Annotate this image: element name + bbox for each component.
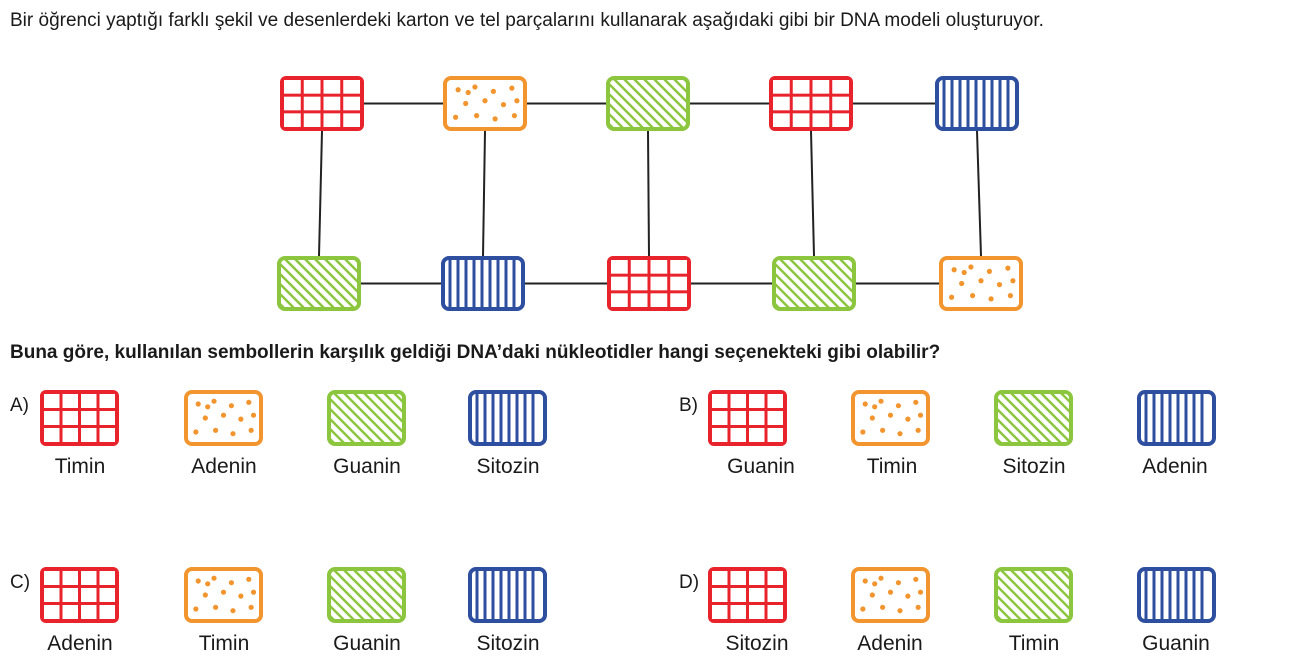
option-b-label-1: Guanin (727, 455, 795, 478)
option-d-dots-symbol (851, 567, 930, 623)
bottom-grid-symbol-3 (607, 256, 691, 311)
option-a-grid-symbol (40, 390, 119, 446)
option-d-grid-symbol (708, 567, 787, 623)
bottom-diagonal-symbol-1 (277, 256, 361, 311)
option-a-dots-symbol (184, 390, 263, 446)
option-d-diagonal-symbol (994, 567, 1073, 623)
bottom-diagonal-symbol-4 (772, 256, 856, 311)
top-grid-symbol-4 (769, 76, 853, 131)
option-c-label-3: Guanin (333, 632, 401, 655)
option-d-letter[interactable]: D) (679, 572, 700, 593)
bottom-vertical-symbol-2 (441, 256, 525, 311)
option-c-dots-symbol (184, 567, 263, 623)
option-c-label-2: Timin (198, 632, 250, 655)
option-d-label-1: Sitozin (725, 632, 789, 655)
option-a-vertical-symbol (468, 390, 547, 446)
option-c-label-4: Sitozin (476, 632, 540, 655)
model-connectors (318, 102, 982, 285)
top-vertical-symbol-5 (935, 76, 1019, 131)
option-b-dots-symbol (851, 390, 930, 446)
option-b-label-2: Timin (866, 455, 918, 478)
option-a-label-2: Adenin (191, 455, 257, 478)
option-b-grid-symbol (708, 390, 787, 446)
option-a-label-1: Timin (54, 455, 106, 478)
option-a-letter[interactable]: A) (10, 395, 29, 416)
bottom-dots-symbol-5 (939, 256, 1023, 311)
option-c-letter[interactable]: C) (10, 572, 31, 593)
option-b-diagonal-symbol (994, 390, 1073, 446)
intro-text: Bir öğrenci yaptığı farklı şekil ve dese… (10, 10, 1044, 31)
top-dots-symbol-2 (443, 76, 527, 131)
option-a-label-4: Sitozin (476, 455, 540, 478)
option-c-diagonal-symbol (327, 567, 406, 623)
option-b-label-3: Sitozin (1002, 455, 1066, 478)
option-c-grid-symbol (40, 567, 119, 623)
option-b-letter[interactable]: B) (679, 395, 698, 416)
option-a-diagonal-symbol (327, 390, 406, 446)
option-b-label-4: Adenin (1142, 455, 1208, 478)
top-diagonal-symbol-3 (606, 76, 690, 131)
option-d-label-4: Guanin (1142, 632, 1210, 655)
option-c-label-1: Adenin (47, 632, 113, 655)
option-d-label-3: Timin (1008, 632, 1060, 655)
option-d-vertical-symbol (1137, 567, 1216, 623)
question-text: Buna göre, kullanılan sembollerin karşıl… (10, 342, 941, 363)
option-a-label-3: Guanin (333, 455, 401, 478)
top-grid-symbol-1 (280, 76, 364, 131)
option-d-label-2: Adenin (857, 632, 923, 655)
option-b-vertical-symbol (1137, 390, 1216, 446)
option-c-vertical-symbol (468, 567, 547, 623)
